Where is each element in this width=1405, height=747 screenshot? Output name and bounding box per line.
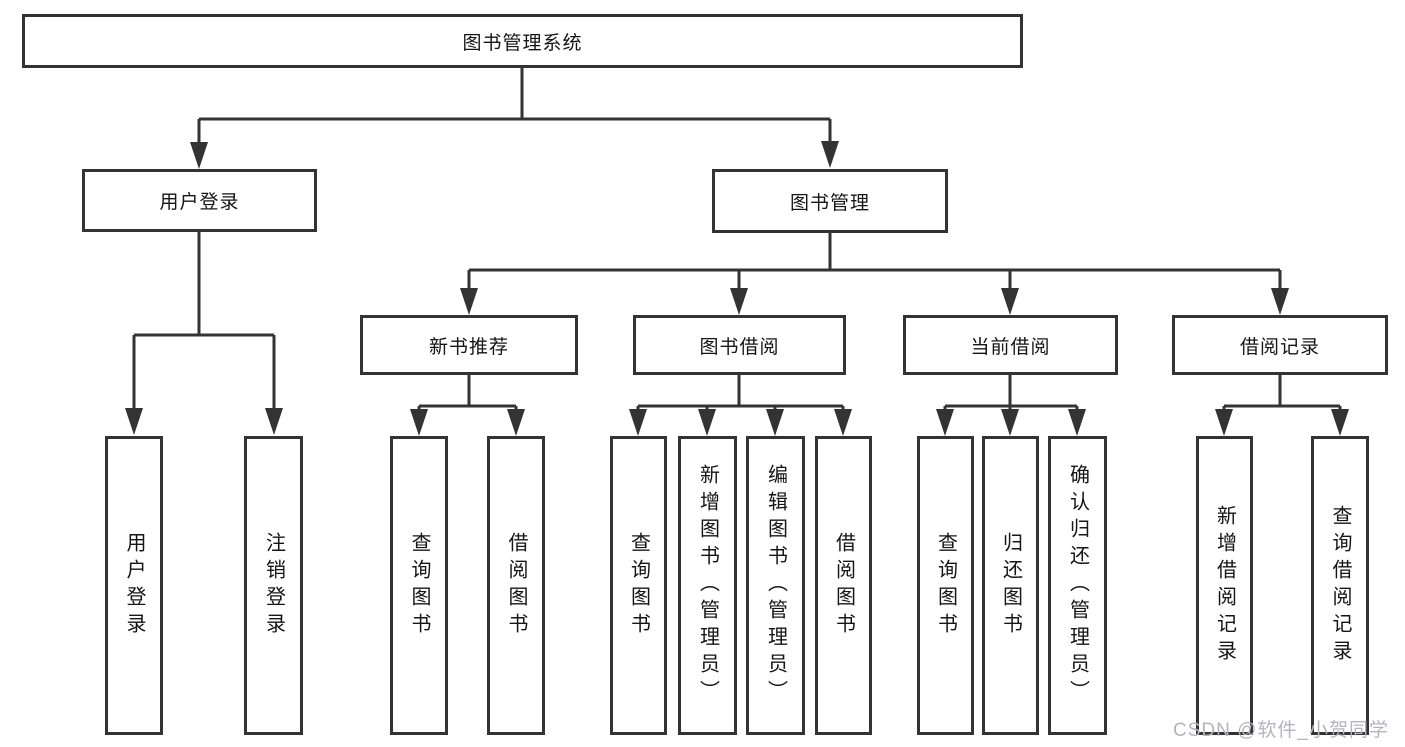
node-user-login-label: 用户登录 (159, 192, 240, 213)
leaf-add-book-admin: 新增图书（管理员） (678, 436, 737, 735)
leaf-confirm-return-admin: 确认归还（管理员） (1048, 436, 1107, 735)
connector-root-to-level2 (197, 68, 832, 146)
leaf-edit-book-admin: 编辑图书（管理员） (746, 436, 805, 735)
leaf-return-books-label: 归还图书 (999, 531, 1022, 640)
node-new-book-recommend-label: 新书推荐 (428, 336, 509, 358)
leaf-query-borrow-record: 查询借阅记录 (1311, 436, 1369, 735)
leaf-logout: 注销登录 (244, 436, 303, 735)
connector-new-book-children (417, 375, 518, 413)
node-new-book-recommend: 新书推荐 (360, 315, 578, 375)
leaf-logout-label: 注销登录 (262, 531, 285, 640)
node-borrow-records-label: 借阅记录 (1239, 336, 1320, 358)
leaf-query-books-current: 查询图书 (917, 436, 974, 735)
leaf-user-login: 用户登录 (105, 436, 163, 735)
node-book-borrow: 图书借阅 (633, 315, 846, 375)
leaf-add-borrow-record: 新增借阅记录 (1196, 436, 1253, 735)
connector-book-mgmt-children (467, 233, 1282, 291)
leaf-add-borrow-record-label: 新增借阅记录 (1213, 504, 1236, 667)
leaf-borrow-books: 借阅图书 (815, 436, 872, 735)
leaf-query-books-borrow: 查询图书 (610, 436, 667, 735)
leaf-borrow-books-recommend: 借阅图书 (487, 436, 545, 735)
connector-user-login-children (132, 232, 276, 412)
leaf-query-books-current-label: 查询图书 (934, 531, 957, 640)
leaf-edit-book-admin-label: 编辑图书（管理员） (764, 464, 787, 707)
leaf-add-book-admin-label: 新增图书（管理员） (696, 464, 719, 707)
connector-borrow-records-children (1222, 375, 1342, 413)
leaf-borrow-books-label: 借阅图书 (832, 531, 855, 640)
node-book-borrow-label: 图书借阅 (699, 336, 780, 358)
leaf-confirm-return-admin-label: 确认归还（管理员） (1066, 464, 1089, 707)
leaf-query-borrow-record-label: 查询借阅记录 (1329, 504, 1351, 667)
node-book-management-label: 图书管理 (789, 192, 870, 214)
leaf-query-books-recommend: 查询图书 (390, 436, 448, 735)
node-current-borrow: 当前借阅 (903, 315, 1118, 375)
leaf-query-books-recommend-label: 查询图书 (408, 531, 430, 640)
node-book-management: 图书管理 (712, 169, 948, 233)
node-root: 图书管理系统 (22, 14, 1023, 68)
arrowheads (125, 141, 1349, 436)
node-current-borrow-label: 当前借阅 (970, 336, 1051, 358)
connector-current-borrow-children (943, 375, 1079, 413)
leaf-user-login-label: 用户登录 (123, 531, 145, 640)
node-borrow-records: 借阅记录 (1172, 315, 1388, 375)
leaf-return-books: 归还图书 (982, 436, 1039, 735)
leaf-query-books-borrow-label: 查询图书 (627, 531, 650, 640)
node-root-label: 图书管理系统 (462, 32, 583, 54)
leaf-borrow-books-recommend-label: 借阅图书 (505, 531, 527, 640)
node-user-login: 用户登录 (82, 169, 317, 232)
connector-book-borrow-children (636, 375, 845, 413)
